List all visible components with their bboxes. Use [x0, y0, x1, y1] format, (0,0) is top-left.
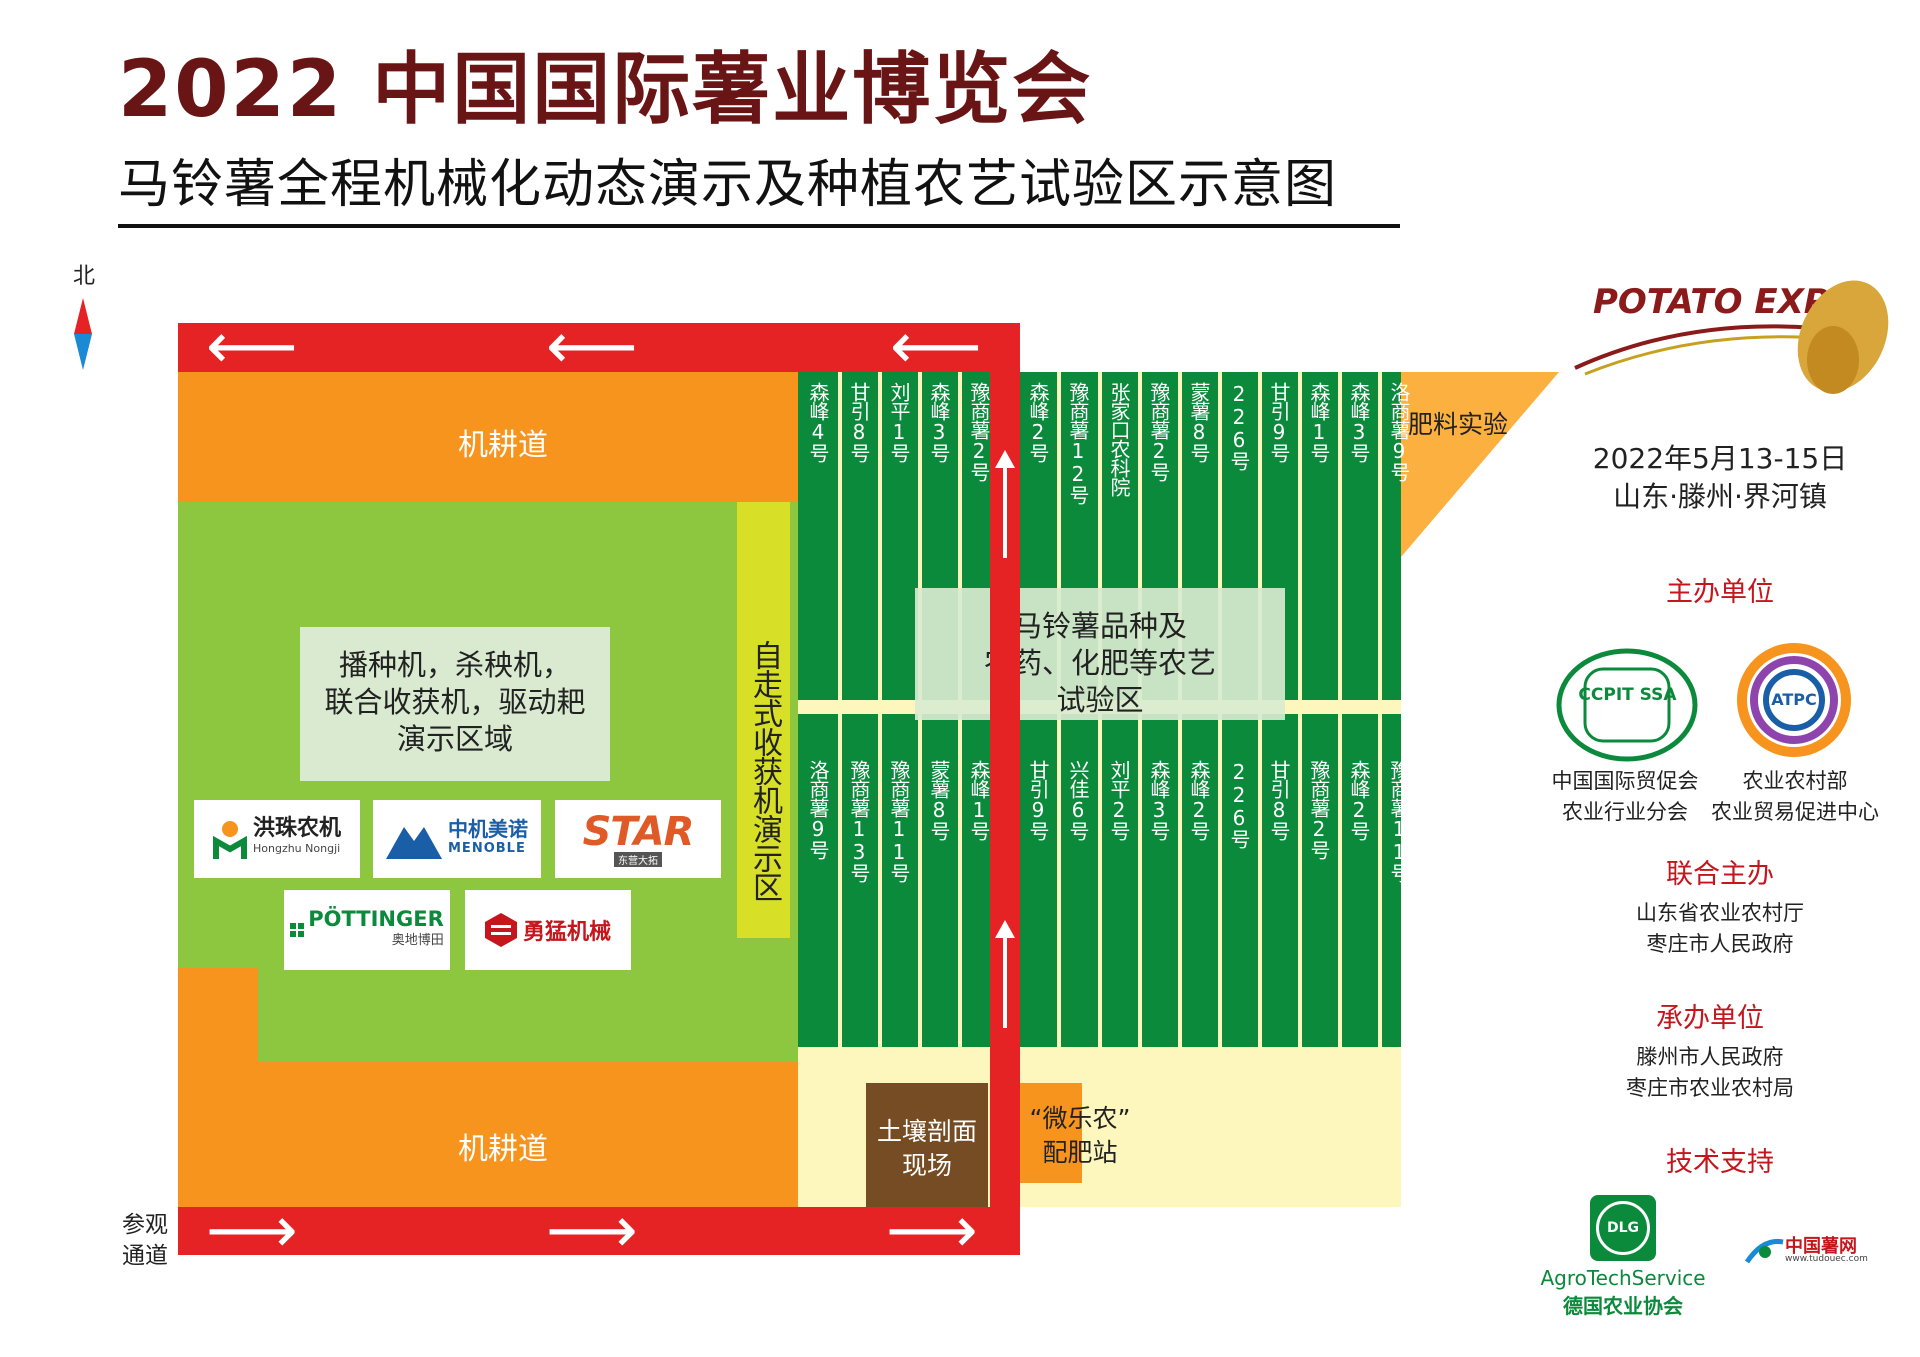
page-title: 2022 中国国际薯业博览会: [118, 45, 1093, 135]
bottom-road: [178, 1207, 1020, 1255]
machine-road-top: [178, 372, 798, 502]
tudou-icon: [1745, 1238, 1784, 1264]
pottinger-logo: PÖTTINGER 奥地博田: [284, 890, 450, 970]
soil-profile-site: 土壤剖面 现场: [866, 1083, 988, 1207]
arrow-right-icon: ⟶: [546, 1194, 638, 1268]
cream-zone-right: [1020, 1047, 1401, 1207]
ccpit-logo: CCPIT SSA: [1555, 645, 1700, 763]
ccpit-icon: [1556, 648, 1698, 762]
yongmeng-icon: [484, 913, 517, 947]
dlg-logo: DLG: [1590, 1195, 1656, 1261]
bottom-plot-label: 甘引8号: [1267, 760, 1291, 840]
arrow-up-icon: [995, 450, 1015, 558]
top-plot-label: 豫商薯2号: [1147, 382, 1171, 481]
cohost-heading: 联合主办: [1666, 859, 1774, 890]
potato-expo-logo: POTATO EXPO: [1565, 268, 1895, 408]
arrow-right-icon: ⟶: [206, 1194, 298, 1268]
bottom-plot-label: 兴佳6号: [1066, 760, 1090, 840]
expo-place: 山东·滕州·界河镇: [1613, 480, 1827, 513]
dlg-name: AgroTechService 德国农业协会: [1540, 1266, 1706, 1318]
bottom-plot-label: 豫商薯11号: [1387, 760, 1411, 882]
atpc-logo: ATPC: [1734, 640, 1854, 760]
menoble-icon: [386, 827, 442, 859]
arrow-right-icon: ⟶: [886, 1194, 978, 1268]
top-plot-label: 豫商薯2号: [967, 382, 991, 481]
fertilizer-trial-zone: [1401, 372, 1559, 557]
host-heading: 主办单位: [1666, 577, 1774, 608]
machine-demo-zone: [178, 502, 798, 1062]
bottom-plot-label: 洛商薯9号: [806, 760, 830, 859]
atpc-icon: [1737, 643, 1851, 757]
top-plot-label: 甘引9号: [1267, 382, 1291, 462]
arrow-up-icon: [995, 920, 1015, 1028]
bottom-plot-label: 豫商薯2号: [1307, 760, 1331, 859]
page-subtitle: 马铃薯全程机械化动态演示及种植农艺试验区示意图: [118, 155, 1338, 215]
bottom-plot-label: 森峰2号: [1347, 760, 1371, 840]
organizer-list: 滕州市人民政府 枣庄市农业农村局: [1626, 1045, 1794, 1100]
hongzhu-icon: [212, 821, 247, 859]
yongmeng-logo: 勇猛机械: [465, 890, 631, 970]
bottom-plot-label: 豫商薯11号: [887, 760, 911, 882]
top-plot-label: 森峰1号: [1307, 382, 1331, 462]
bottom-plot-label: 森峰3号: [1147, 760, 1171, 840]
top-plot-label: 森峰4号: [806, 382, 830, 462]
bottom-plot-label: 森峰2号: [1187, 760, 1211, 840]
host2-name: 农业农村部 农业贸易促进中心: [1711, 769, 1879, 824]
machine-road-top-label: 机耕道: [458, 428, 548, 463]
top-plot-label: 226号: [1227, 382, 1251, 470]
star-logo: STAR 东营大拓: [555, 800, 721, 878]
bottom-plot-label: 226号: [1227, 760, 1251, 848]
bottom-plot-label: 刘平2号: [1107, 760, 1131, 840]
self-harvester-label: 自走式收获机演示区: [747, 640, 782, 901]
cohost-list: 山东省农业农村厅 枣庄市人民政府: [1636, 901, 1804, 956]
fertilizer-station-label: “微乐农” 配肥站: [1029, 1104, 1131, 1167]
top-plot-label: 刘平1号: [887, 382, 911, 462]
top-plot-label: 张家口农科院: [1107, 382, 1131, 496]
menoble-logo: 中机美诺 MENOBLE: [373, 800, 541, 878]
arrow-left-icon: ⟵: [206, 310, 298, 384]
top-plot-label: 森峰2号: [1026, 382, 1050, 462]
top-plot-label: 豫商薯12号: [1066, 382, 1090, 504]
bottom-plot-label: 甘引9号: [1026, 760, 1050, 840]
top-plot-label: 森峰3号: [927, 382, 951, 462]
bottom-plot-label: 森峰1号: [967, 760, 991, 840]
machine-road-bottom: [178, 1062, 798, 1207]
variety-trial-box: 马铃薯品种及 农药、化肥等农艺 试验区: [915, 588, 1285, 720]
top-plot-label: 蒙薯8号: [1187, 382, 1211, 462]
potato-icon: [1574, 280, 1889, 394]
top-plot-label: 甘引8号: [847, 382, 871, 462]
machine-road-bottom-label: 机耕道: [458, 1132, 548, 1167]
pottinger-icon: [290, 923, 305, 937]
arrow-left-icon: ⟵: [546, 310, 638, 384]
organizer-heading: 承办单位: [1656, 1003, 1764, 1034]
top-road: [178, 323, 1020, 372]
tech-heading: 技术支持: [1666, 1147, 1774, 1178]
compass-icon: [74, 298, 92, 370]
top-plot-label: 洛商薯9号: [1387, 382, 1411, 481]
hongzhu-logo: 洪珠农机 Hongzhu Nongji: [194, 800, 360, 878]
tudou-logo: 中国薯网 www.tudouec.com: [1745, 1232, 1877, 1268]
host1-name: 中国国际贸促会 农业行业分会: [1551, 769, 1699, 824]
top-plot-label: 森峰3号: [1347, 382, 1371, 462]
visitor-path-label: 参观 通道: [122, 1212, 168, 1269]
bottom-plot-label: 豫商薯13号: [847, 760, 871, 882]
subtitle-underline: [118, 224, 1400, 228]
expo-date: 2022年5月13-15日: [1592, 442, 1848, 475]
bottom-plot-label: 蒙薯8号: [927, 760, 951, 840]
compass-label: 北: [72, 264, 95, 289]
fertilizer-trial-label: 肥料实验: [1408, 410, 1509, 439]
arrow-left-icon: ⟵: [890, 310, 982, 384]
machine-demo-box: 播种机，杀秧机， 联合收获机，驱动耙 演示区域: [300, 627, 610, 781]
fertilizer-station: [1020, 1083, 1082, 1183]
self-harvester-zone: [737, 502, 790, 938]
